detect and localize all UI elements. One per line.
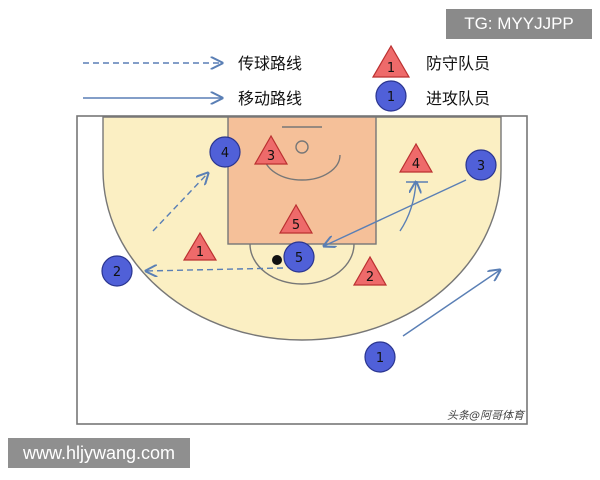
defender-2-number: 2: [366, 270, 374, 285]
attacker-2-number: 2: [113, 265, 121, 280]
defender-5-number: 5: [292, 218, 300, 233]
legend: 传球路线 移动路线 1 防守队员 1 进攻队员: [83, 44, 490, 112]
defenders: 1 2 3 4 5: [182, 134, 434, 286]
ball: [272, 255, 282, 265]
legend-attacker-label: 进攻队员: [426, 89, 490, 108]
defender-1-triangle: [182, 231, 218, 261]
move-route-player-4: [399, 182, 416, 232]
legend-attacker-number: 1: [387, 90, 395, 105]
attacker-1: 1: [364, 341, 396, 373]
defender-3-triangle: [253, 134, 289, 165]
defender-1-number: 1: [196, 245, 204, 260]
tg-watermark: TG: MYYJJPP: [446, 9, 592, 39]
attacker-3-circle: [465, 149, 497, 181]
basket-rim: [295, 140, 309, 154]
legend-attacker-icon: [375, 80, 407, 112]
legend-pass-label: 传球路线: [238, 54, 302, 73]
defender-4: 4: [398, 142, 434, 173]
defender-2: 2: [352, 255, 388, 286]
routes: [146, 173, 500, 337]
legend-defender-icon: [371, 44, 411, 78]
legend-defender-label: 防守队员: [426, 54, 490, 73]
attacker-4: 4: [209, 136, 241, 168]
attacker-3: 3: [465, 149, 497, 181]
pass-route-2-to-4: [152, 173, 208, 232]
attacker-5-number: 5: [295, 251, 303, 266]
defender-5-triangle: [278, 203, 314, 234]
defender-5: 5: [278, 203, 314, 234]
attacker-1-circle: [364, 341, 396, 373]
restricted-area-arc: [263, 154, 341, 181]
attacker-2-circle: [101, 255, 133, 287]
source-watermark: 头条@阿哥体育: [447, 409, 526, 422]
defender-4-triangle: [398, 142, 434, 173]
attacker-4-circle: [209, 136, 241, 168]
pass-route-5-to-2: [146, 268, 284, 271]
defender-4-number: 4: [412, 157, 420, 172]
move-route-player-1: [402, 270, 500, 337]
defender-1: 1: [182, 231, 218, 261]
legend-move-label: 移动路线: [238, 89, 302, 108]
attacker-2: 2: [101, 255, 133, 287]
attacker-1-number: 1: [376, 351, 384, 366]
defender-3: 3: [253, 134, 289, 165]
defender-2-triangle: [352, 255, 388, 286]
defender-3-number: 3: [267, 149, 275, 164]
move-route-player-3: [324, 179, 467, 246]
legend-defender-number: 1: [387, 61, 395, 76]
free-throw-circle-bottom: [249, 243, 355, 285]
attacker-5-circle: [283, 241, 315, 273]
site-watermark: www.hljywang.com: [8, 438, 190, 468]
attacker-4-number: 4: [221, 146, 229, 161]
attackers: 1 2 3 4 5: [101, 136, 497, 373]
attacker-3-number: 3: [477, 159, 485, 174]
attacker-5: 5: [283, 241, 315, 273]
